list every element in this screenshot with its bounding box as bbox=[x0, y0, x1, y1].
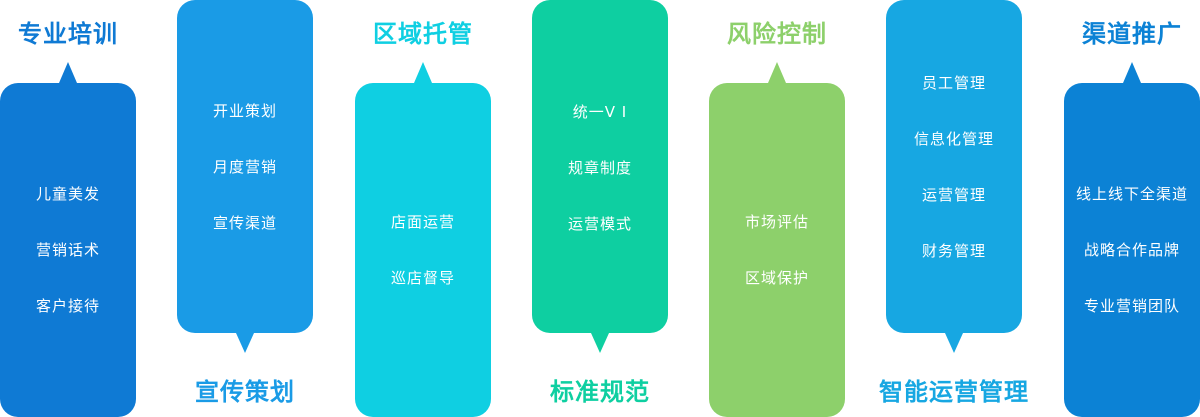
list-item: 月度营销 bbox=[212, 158, 277, 176]
item-list: 开业策划 月度营销 宣传渠道 bbox=[177, 83, 313, 251]
list-item: 儿童美发 bbox=[35, 185, 100, 203]
column-4: 统一V I 规章制度 运营模式 标准规范 bbox=[532, 0, 668, 417]
list-item: 统一V I bbox=[572, 103, 628, 121]
list-item: 店面运营 bbox=[390, 213, 455, 231]
list-item: 营销话术 bbox=[35, 241, 100, 259]
list-item: 客户接待 bbox=[35, 297, 100, 315]
list-item: 运营模式 bbox=[567, 215, 632, 233]
pointer-down bbox=[591, 333, 609, 353]
column-3: 区域托管 店面运营 巡店督导 bbox=[355, 0, 491, 417]
card: 线上线下全渠道 战略合作品牌 专业营销团队 bbox=[1064, 83, 1200, 417]
column-6: 员工管理 信息化管理 运营管理 财务管理 智能运营管理 bbox=[879, 0, 1028, 417]
item-list: 统一V I 规章制度 运营模式 bbox=[532, 84, 668, 252]
item-list: 店面运营 巡店督导 bbox=[355, 194, 491, 306]
list-item: 信息化管理 bbox=[913, 130, 994, 148]
column-title: 渠道推广 bbox=[1082, 20, 1182, 48]
pointer-up bbox=[768, 62, 786, 83]
list-item: 员工管理 bbox=[921, 74, 986, 92]
column-title: 标准规范 bbox=[550, 378, 650, 406]
list-item: 宣传渠道 bbox=[212, 214, 277, 232]
card: 员工管理 信息化管理 运营管理 财务管理 bbox=[886, 0, 1022, 333]
column-1: 专业培训 儿童美发 营销话术 客户接待 bbox=[0, 0, 136, 417]
card: 开业策划 月度营销 宣传渠道 bbox=[177, 0, 313, 333]
list-item: 线上线下全渠道 bbox=[1075, 185, 1188, 203]
list-item: 开业策划 bbox=[212, 102, 277, 120]
item-list: 市场评估 区域保护 bbox=[709, 194, 845, 306]
list-item: 财务管理 bbox=[921, 242, 986, 260]
pointer-up bbox=[414, 62, 432, 83]
column-5: 风险控制 市场评估 区域保护 bbox=[709, 0, 845, 417]
list-item: 专业营销团队 bbox=[1083, 297, 1180, 315]
column-title: 智能运营管理 bbox=[879, 378, 1029, 406]
column-title: 专业培训 bbox=[18, 20, 118, 48]
list-item: 运营管理 bbox=[921, 186, 986, 204]
list-item: 巡店督导 bbox=[390, 269, 455, 287]
column-title: 区域托管 bbox=[373, 20, 473, 48]
pointer-down bbox=[236, 333, 254, 353]
card: 儿童美发 营销话术 客户接待 bbox=[0, 83, 136, 417]
list-item: 战略合作品牌 bbox=[1083, 241, 1180, 259]
column-2: 开业策划 月度营销 宣传渠道 宣传策划 bbox=[177, 0, 313, 417]
card: 统一V I 规章制度 运营模式 bbox=[532, 0, 668, 333]
card: 市场评估 区域保护 bbox=[709, 83, 845, 417]
item-list: 员工管理 信息化管理 运营管理 财务管理 bbox=[886, 55, 1022, 279]
pointer-up bbox=[59, 62, 77, 83]
pointer-down bbox=[945, 333, 963, 353]
column-title: 宣传策划 bbox=[195, 378, 295, 406]
card: 店面运营 巡店督导 bbox=[355, 83, 491, 417]
list-item: 规章制度 bbox=[567, 159, 632, 177]
list-item: 区域保护 bbox=[744, 269, 809, 287]
column-title: 风险控制 bbox=[727, 20, 827, 48]
pointer-up bbox=[1123, 62, 1141, 83]
list-item: 市场评估 bbox=[744, 213, 809, 231]
item-list: 儿童美发 营销话术 客户接待 bbox=[0, 166, 136, 334]
item-list: 线上线下全渠道 战略合作品牌 专业营销团队 bbox=[1064, 166, 1200, 334]
column-7: 渠道推广 线上线下全渠道 战略合作品牌 专业营销团队 bbox=[1064, 0, 1200, 417]
